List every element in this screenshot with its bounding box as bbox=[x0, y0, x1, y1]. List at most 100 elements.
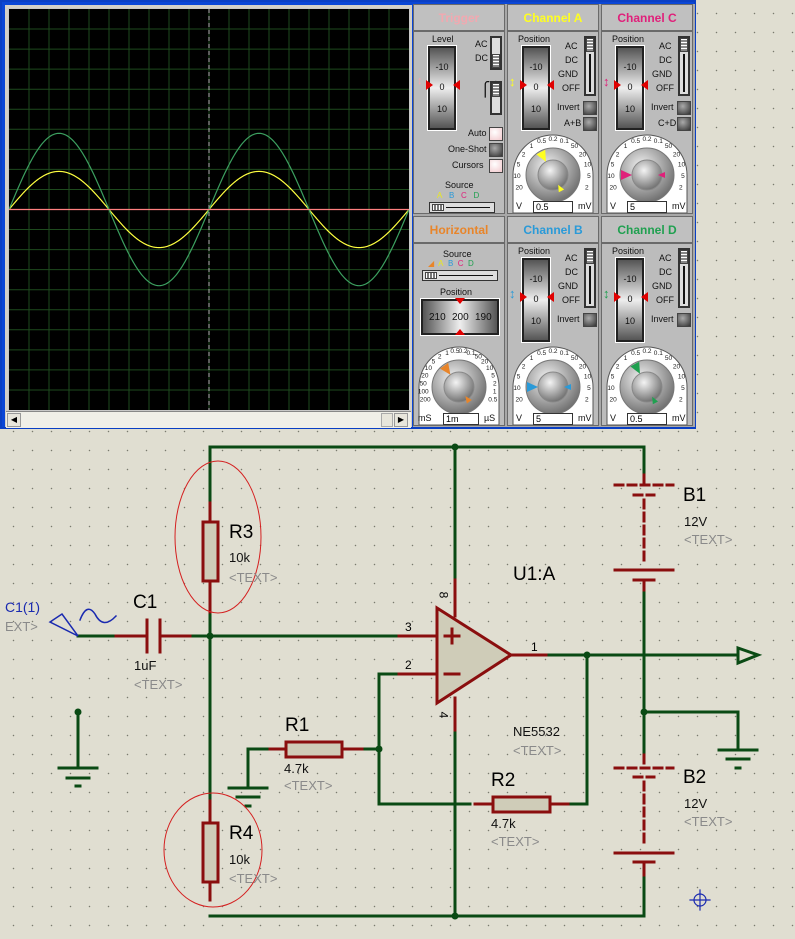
trigger-position-arrows-icon[interactable]: ↕ bbox=[417, 75, 423, 87]
knob-inner[interactable] bbox=[631, 159, 663, 191]
channel-d-invert-button[interactable] bbox=[677, 313, 691, 327]
scroll-left-button[interactable]: ◀ bbox=[7, 413, 21, 427]
c1-ref[interactable]: C1 bbox=[133, 592, 158, 613]
pin-2-label: 2 bbox=[405, 658, 412, 672]
knob-inner[interactable] bbox=[537, 159, 569, 191]
timebase-value[interactable]: 1m bbox=[443, 413, 479, 425]
dial-scale-label: 0.1 bbox=[654, 138, 663, 145]
knob-pointer-icon bbox=[621, 170, 632, 180]
channel-b-invert-button[interactable] bbox=[583, 313, 597, 327]
hsrc-a: A bbox=[438, 259, 444, 268]
channel-d-offset-arrows-icon[interactable]: ↕ bbox=[603, 286, 610, 301]
b2-text[interactable]: <TEXT> bbox=[684, 814, 733, 829]
channel-b-volts-value[interactable]: 5 bbox=[533, 413, 573, 425]
b2-ref[interactable]: B2 bbox=[683, 767, 707, 788]
scroll-thumb[interactable] bbox=[381, 413, 393, 427]
trigger-source-slider[interactable] bbox=[429, 202, 495, 213]
cursors-button[interactable] bbox=[489, 159, 503, 173]
auto-button[interactable] bbox=[489, 127, 503, 141]
pin-3-label: 3 bbox=[405, 620, 412, 634]
position-marker-left-icon bbox=[520, 292, 527, 302]
r1-ref[interactable]: R1 bbox=[285, 715, 310, 736]
u1a-ref[interactable]: U1:A bbox=[513, 564, 556, 585]
r3-ref[interactable]: R3 bbox=[229, 522, 254, 543]
channel-d-position-label: Position bbox=[612, 246, 645, 256]
dial-scale-label: 1 bbox=[445, 350, 449, 357]
source-text[interactable]: EXT> bbox=[5, 619, 38, 634]
dial-scale-label: 20 bbox=[516, 396, 524, 403]
unit-right: mV bbox=[672, 201, 686, 211]
c1-text[interactable]: <TEXT> bbox=[134, 677, 183, 692]
horizontal-position-label: Position bbox=[440, 287, 473, 297]
hpos-marker-top-icon bbox=[455, 298, 465, 304]
r2-value[interactable]: 4.7k bbox=[491, 816, 516, 831]
dial-scale-label: 1 bbox=[530, 143, 534, 150]
tick: 10 bbox=[530, 316, 541, 326]
trigger-edge-switch[interactable] bbox=[490, 81, 502, 115]
r4-text[interactable]: <TEXT> bbox=[229, 871, 278, 886]
coupling-ac-label: AC bbox=[659, 253, 672, 263]
one-shot-button[interactable] bbox=[489, 143, 503, 157]
tick: 10 bbox=[436, 104, 447, 114]
dial-scale-label: 0.5 bbox=[537, 138, 546, 145]
channel-a-invert-button[interactable] bbox=[583, 101, 597, 115]
channel-c-coupling-switch[interactable] bbox=[678, 36, 690, 96]
knob-inner[interactable] bbox=[631, 371, 663, 403]
channel-c-combine-button[interactable] bbox=[677, 117, 691, 131]
channel-b-coupling-switch[interactable] bbox=[584, 248, 596, 308]
horizontal-scrollbar[interactable]: ◀ ▶ bbox=[6, 411, 411, 428]
channel-d-title: Channel D bbox=[602, 217, 692, 244]
r4-ref[interactable]: R4 bbox=[229, 823, 254, 844]
channel-c-offset-arrows-icon[interactable]: ↕ bbox=[603, 74, 610, 89]
u1a-value[interactable]: NE5532 bbox=[513, 724, 560, 739]
position-marker-left-icon bbox=[614, 292, 621, 302]
r2-ref[interactable]: R2 bbox=[491, 770, 516, 791]
r4-value[interactable]: 10k bbox=[229, 852, 250, 867]
coupling-gnd-label: GND bbox=[652, 281, 672, 291]
dial-scale-label: 50 bbox=[665, 355, 673, 362]
pin-8-label: 8 bbox=[436, 591, 451, 599]
dial-scale-label: 50 bbox=[475, 354, 483, 361]
horizontal-title: Horizontal bbox=[414, 217, 504, 244]
channel-a-coupling-switch[interactable] bbox=[584, 36, 596, 96]
channel-c-invert-button[interactable] bbox=[677, 101, 691, 115]
channel-b-offset-arrows-icon[interactable]: ↕ bbox=[509, 286, 516, 301]
dial-scale-label: 0.1 bbox=[654, 350, 663, 357]
b1-value[interactable]: 12V bbox=[684, 514, 708, 529]
ground-right-icon bbox=[717, 748, 759, 770]
hsrc-c: C bbox=[457, 259, 464, 268]
unit-right: mV bbox=[578, 201, 592, 211]
c1-value[interactable]: 1uF bbox=[134, 658, 157, 673]
source-ref[interactable]: C1(1) bbox=[5, 599, 41, 615]
r1-value[interactable]: 4.7k bbox=[284, 761, 309, 776]
channel-d-volts-value[interactable]: 0.5 bbox=[627, 413, 667, 425]
channel-c-position-label: Position bbox=[612, 34, 645, 44]
channel-c-volts-value[interactable]: 5 bbox=[627, 201, 667, 213]
channel-d-coupling-switch[interactable] bbox=[678, 248, 690, 308]
channel-a-offset-arrows-icon[interactable]: ↕ bbox=[509, 74, 516, 89]
channel-c-combine-label: C+D bbox=[658, 118, 677, 128]
r1-text[interactable]: <TEXT> bbox=[284, 778, 333, 793]
knob-inner[interactable] bbox=[443, 371, 475, 403]
channel-a-combine-button[interactable] bbox=[583, 117, 597, 131]
oscilloscope-window[interactable]: ◀ ▶ Trigger Level -10 0 10 ↕ AC DC ⎧⎭ bbox=[0, 0, 696, 429]
r3-text[interactable]: <TEXT> bbox=[229, 570, 278, 585]
trigger-coupling-switch[interactable] bbox=[490, 36, 502, 70]
knob-inner[interactable] bbox=[537, 371, 569, 403]
u1a-text[interactable]: <TEXT> bbox=[513, 743, 562, 758]
scroll-right-button[interactable]: ▶ bbox=[394, 413, 408, 427]
b1-text[interactable]: <TEXT> bbox=[684, 532, 733, 547]
position-marker-right-icon bbox=[641, 292, 648, 302]
r3-value[interactable]: 10k bbox=[229, 550, 250, 565]
b1-ref[interactable]: B1 bbox=[683, 485, 707, 506]
horizontal-source-slider[interactable] bbox=[422, 270, 498, 281]
channel-a-volts-value[interactable]: 0.5 bbox=[533, 201, 573, 213]
b2-value[interactable]: 12V bbox=[684, 796, 708, 811]
r2-text[interactable]: <TEXT> bbox=[491, 834, 540, 849]
